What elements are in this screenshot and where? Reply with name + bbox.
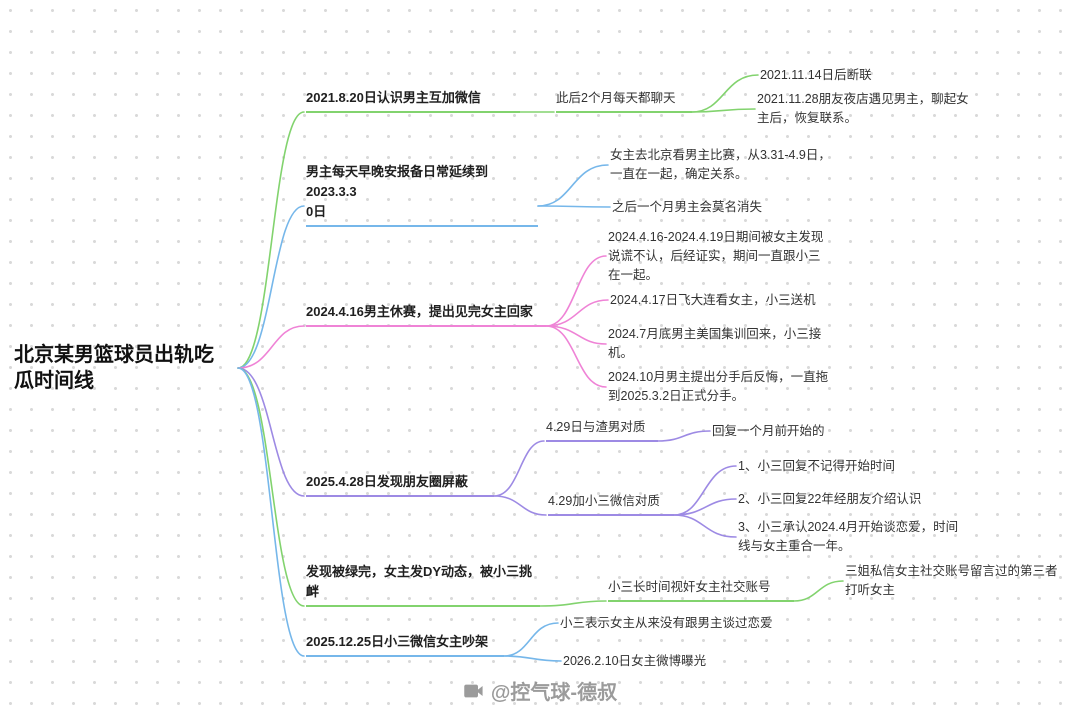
connector — [793, 580, 844, 602]
watermark-text: @控气球-德叔 — [490, 682, 618, 704]
connector — [691, 108, 756, 113]
connector — [237, 367, 305, 607]
connector — [657, 430, 711, 442]
watermark: @控气球-德叔 — [462, 676, 617, 705]
topic-2-1[interactable]: 女主去北京看男主比赛，从3.31-4.9日， 一直在一起，确定关系。 — [610, 148, 831, 181]
connector — [539, 600, 607, 607]
connector — [673, 465, 737, 516]
topic-5-1-1[interactable]: 三姐私信女主社交账号留言过的第三者 打听女主 — [845, 564, 1058, 597]
connector — [545, 255, 607, 327]
connector — [545, 325, 607, 345]
topic-1-1-2[interactable]: 2021.11.28朋友夜店遇见男主，聊起女 主后，恢复联系。 — [757, 92, 969, 125]
topic-4-1-1[interactable]: 回复一个月前开始的 — [712, 424, 825, 438]
connector — [237, 111, 305, 369]
topic-branch-3[interactable]: 2024.4.16男主休赛，提出见完女主回家 — [306, 302, 546, 327]
connector — [537, 205, 611, 208]
topic-6-2[interactable]: 2026.2.10日女主微博曝光 — [563, 654, 707, 668]
connector — [503, 655, 562, 662]
topic-4-2[interactable]: 4.29加小三微信对质 — [548, 492, 674, 516]
topic-4-2-1[interactable]: 1、小三回复不记得开始时间 — [738, 459, 895, 473]
connector — [237, 367, 305, 657]
connector — [673, 498, 737, 516]
topic-branch-1[interactable]: 2021.8.20日认识男主互加微信 — [306, 88, 520, 113]
topic-branch-6[interactable]: 2025.12.25日小三微信女主吵架 — [306, 632, 504, 657]
connector — [493, 495, 547, 516]
connector — [237, 205, 305, 369]
connector — [673, 514, 737, 538]
connector — [503, 622, 559, 657]
connector — [545, 299, 609, 327]
topic-branch-2[interactable]: 男主每天早晚安报备日常延续到2023.3.3 0日 — [306, 162, 538, 227]
video-camera-icon — [462, 680, 484, 702]
topic-3-3[interactable]: 2024.7月底男主美国集训回来，小三接 机。 — [608, 327, 822, 360]
connector — [545, 325, 607, 388]
topic-2-2[interactable]: 之后一个月男主会莫名消失 — [612, 200, 763, 214]
topic-3-1[interactable]: 2024.4.16-2024.4.19日期间被女主发现 说谎不认，后经证实，期间… — [608, 230, 824, 282]
topic-branch-4[interactable]: 2025.4.28日发现朋友圈屏蔽 — [306, 472, 494, 497]
connector — [537, 164, 609, 207]
connector — [493, 440, 545, 497]
topic-4-1[interactable]: 4.29日与渣男对质 — [546, 418, 658, 442]
topic-root[interactable]: 北京某男篮球员出轨吃 瓜时间线 — [14, 344, 214, 392]
topic-1-1[interactable]: 此后2个月每天都聊天 — [556, 89, 692, 113]
topic-3-4[interactable]: 2024.10月男主提出分手后反悔，一直拖 到2025.3.2日正式分手。 — [608, 370, 829, 403]
topic-5-1[interactable]: 小三长时间视奸女主社交账号 — [608, 578, 794, 602]
connector — [237, 367, 305, 497]
topic-4-2-3[interactable]: 3、小三承认2024.4月开始谈恋爱，时间 线与女主重合一年。 — [738, 520, 959, 553]
topic-3-2[interactable]: 2024.4.17日飞大连看女主，小三送机 — [610, 293, 816, 307]
topic-branch-5[interactable]: 发现被绿完，女主发DY动态，被小三挑 衅 — [306, 562, 540, 607]
topic-6-1[interactable]: 小三表示女主从来没有跟男主谈过恋爱 — [560, 616, 773, 630]
topic-4-2-2[interactable]: 2、小三回复22年经朋友介绍认识 — [738, 492, 922, 506]
connector — [237, 325, 305, 369]
topic-1-1-1[interactable]: 2021.11.14日后断联 — [760, 68, 872, 82]
connector — [691, 74, 759, 113]
